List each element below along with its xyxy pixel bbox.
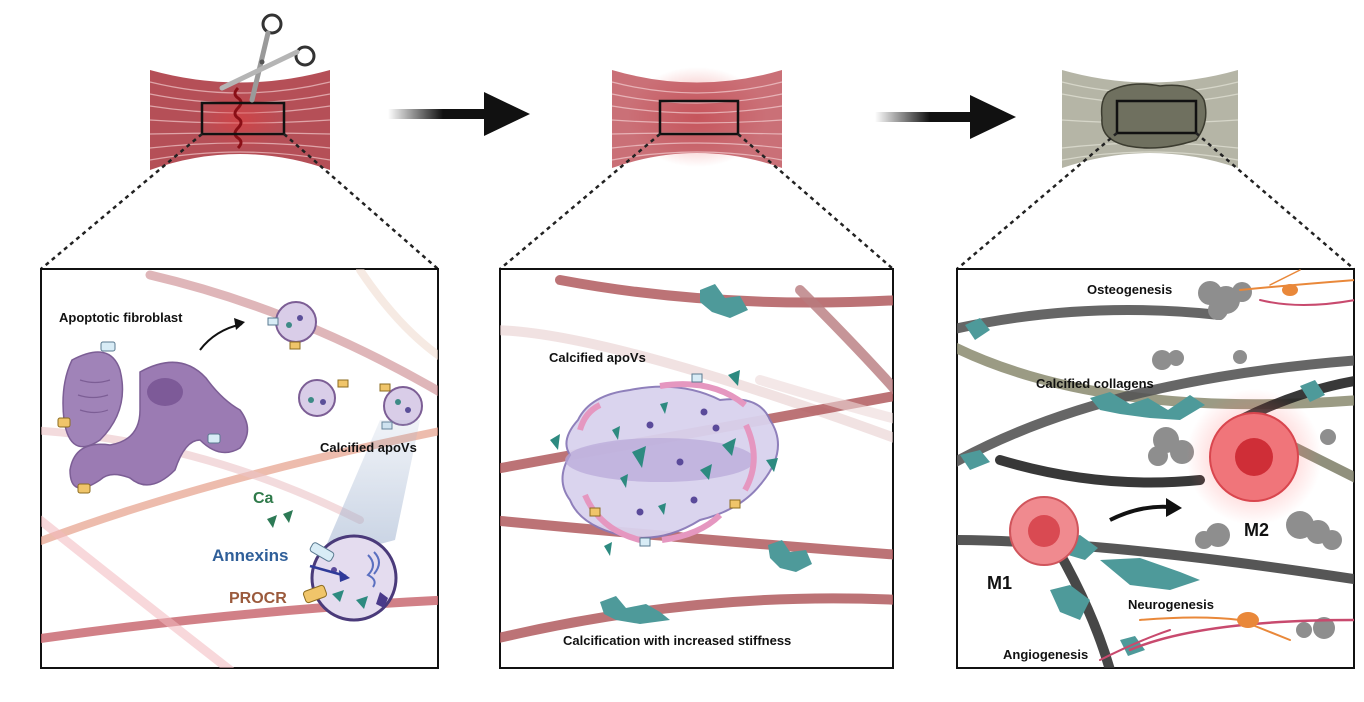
osteogenesis-label: Osteogenesis <box>1087 282 1172 297</box>
calcium-crystals <box>267 510 293 528</box>
m2-label: M2 <box>1244 520 1269 540</box>
panel-1-apoptosis: Apoptotic fibroblast Calcified apoVs Ca … <box>40 268 439 669</box>
annexins-label: Annexins <box>212 546 289 565</box>
procr-label: PROCR <box>229 590 287 607</box>
apoptotic-fibroblast-cell <box>57 341 249 494</box>
ossified-muscle <box>1061 70 1239 168</box>
macrophage-m1 <box>1009 496 1079 566</box>
panel-2-calcification: Calcified apoVs Calcification with incre… <box>499 268 894 669</box>
inflamed-muscle <box>611 67 783 168</box>
calcified-apovs-body <box>550 370 779 556</box>
injured-muscle <box>149 70 331 170</box>
neuron-1 <box>1282 284 1298 296</box>
macrophage-m2 <box>1186 389 1322 525</box>
neurons-vessels <box>1099 269 1354 661</box>
ca-label: Ca <box>253 490 274 507</box>
arrow-2 <box>875 95 1016 139</box>
calcified-apovs-label: Calcified apoVs <box>320 440 417 455</box>
calcification-label: Calcification with increased stiffness <box>563 633 791 648</box>
apoptotic-fibroblast-label: Apoptotic fibroblast <box>59 310 183 325</box>
calcified-collagens-label: Calcified collagens <box>1036 376 1154 391</box>
panel-3-ossification: Osteogenesis Calcified collagens M1 M2 N… <box>956 268 1355 669</box>
arrow-1 <box>388 92 530 136</box>
calcified-vesicle-zoom <box>302 534 398 622</box>
bone-clusters <box>1148 281 1342 639</box>
calcified-apovs-label-2: Calcified apoVs <box>549 350 646 365</box>
angiogenesis-label: Angiogenesis <box>1003 647 1088 662</box>
m1-label: M1 <box>987 573 1012 593</box>
apoptotic-vesicles <box>267 301 423 430</box>
zoom-spotlight <box>320 420 420 560</box>
crystal-clusters-2 <box>600 284 812 624</box>
scissors-icon <box>219 13 316 103</box>
polarization-arrow <box>1109 504 1171 522</box>
neurogenesis-label: Neurogenesis <box>1128 597 1214 612</box>
zoom-lines <box>40 132 1355 270</box>
neuron-2 <box>1237 612 1259 628</box>
collagen-fibers-2 <box>500 275 893 643</box>
crystal-clusters-3 <box>960 318 1325 656</box>
